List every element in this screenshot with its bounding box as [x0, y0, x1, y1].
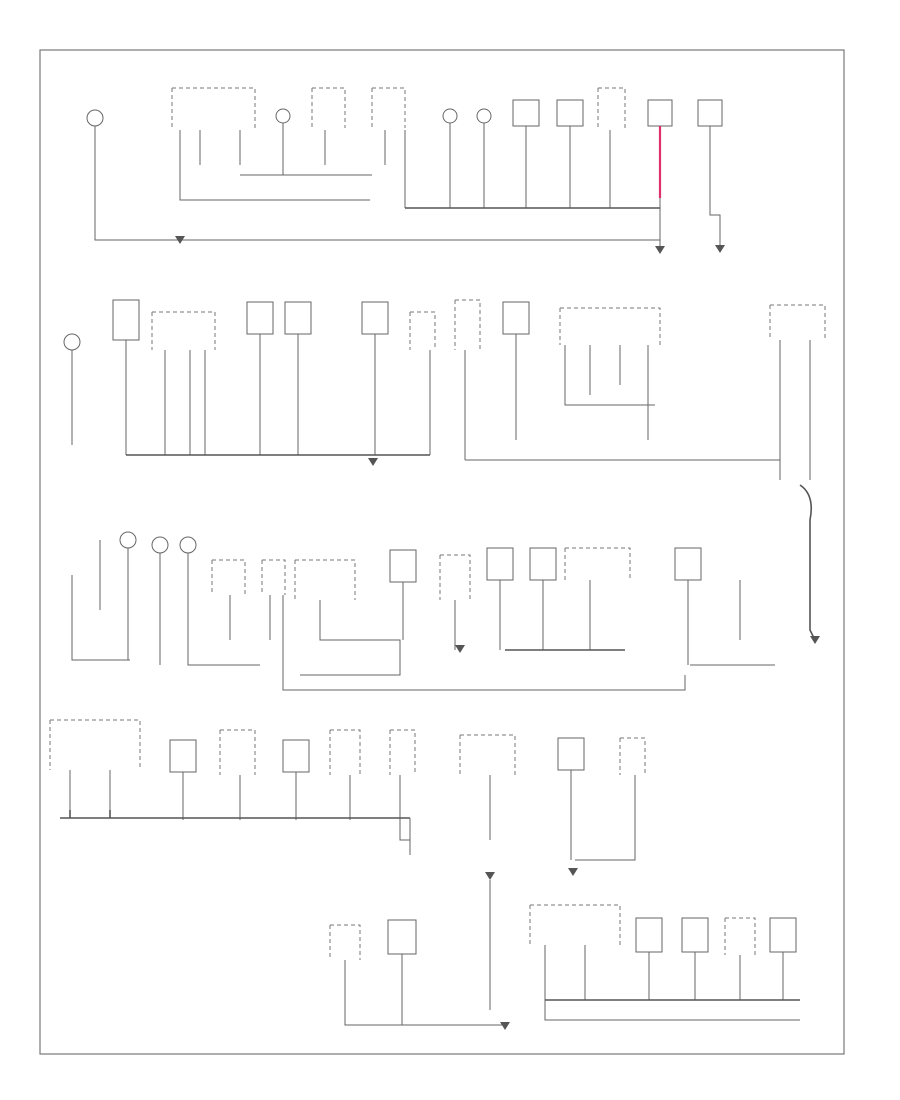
lamp-symbol [442, 108, 458, 124]
section-1 [86, 87, 725, 254]
component-box [557, 737, 585, 771]
lamp-symbol [151, 536, 169, 554]
section-4 [49, 719, 646, 880]
component-box [246, 301, 274, 335]
component-box [529, 547, 557, 581]
component-box [486, 547, 514, 581]
dashed-module [171, 87, 256, 128]
lamp-symbol [476, 108, 492, 124]
component-box [512, 99, 540, 127]
component-box [697, 99, 723, 127]
component-box [284, 301, 312, 335]
section-5 [329, 880, 800, 1030]
section-2 [63, 299, 826, 480]
lamp-symbol [63, 333, 81, 351]
component-box [502, 301, 530, 335]
ground-bus [799, 484, 816, 641]
lamp-symbol [179, 536, 197, 554]
lamp-symbol [86, 109, 104, 127]
component-box [389, 549, 417, 583]
component-box [387, 919, 417, 955]
component-box [169, 739, 197, 773]
lamp-symbol [119, 531, 137, 549]
section-3 [71, 484, 820, 691]
component-box [674, 547, 702, 581]
component-box [769, 917, 797, 953]
component-box [361, 301, 389, 335]
component-box [556, 99, 584, 127]
lamp-symbol [275, 108, 291, 124]
component-box [647, 99, 673, 127]
component-box [282, 739, 310, 773]
component-box [112, 299, 140, 341]
dashed-module [559, 307, 661, 345]
component-box [635, 917, 663, 953]
diagram-frame [39, 49, 845, 1055]
component-box [681, 917, 709, 953]
